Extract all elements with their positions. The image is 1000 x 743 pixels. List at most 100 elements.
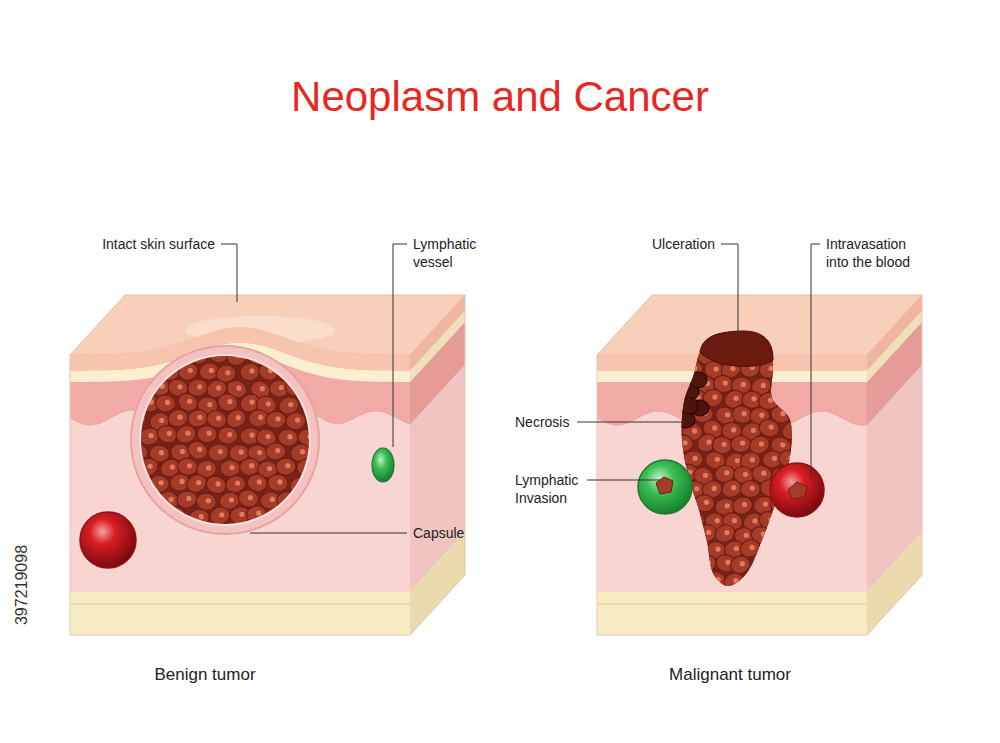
tumor-cell [306,347,327,365]
cell-nucleus [740,561,745,566]
cell-nucleus [316,384,321,389]
cell-nucleus [703,473,708,478]
cell-nucleus [180,449,185,454]
cell-nucleus [249,368,254,373]
cell-nucleus [750,545,755,550]
cell-nucleus [239,450,244,455]
cell-nucleus [694,486,699,491]
cell-nucleus [316,352,321,357]
label-holder: Lymphatic Invasion [515,471,595,507]
malignant-tumor-mass [682,332,792,586]
cell-nucleus [177,384,182,389]
cell-nucleus [677,578,682,583]
leader-line [721,244,738,336]
cell-nucleus [759,441,764,446]
cell-nucleus [722,442,727,447]
cell-nucleus [167,431,172,436]
cell-nucleus [741,411,746,416]
cell-nucleus [763,502,768,507]
cell-nucleus [716,577,721,582]
tumor-cell [666,571,689,592]
cell-nucleus [768,366,773,371]
tumor-cell [786,526,809,546]
label-holder: 397219098 [9,520,35,650]
cell-nucleus [196,480,201,485]
tumor-cell [663,358,686,378]
cell-nucleus [177,415,182,420]
cell-nucleus [275,448,280,453]
tumor-cell [147,347,167,364]
tumor-cell [305,377,328,398]
cell-nucleus [229,465,234,470]
cell-nucleus [179,479,184,484]
cell-nucleus [219,512,224,517]
cell-nucleus [300,449,305,454]
cell-nucleus [740,440,745,445]
cell-nucleus [673,426,678,431]
cell-nucleus [780,411,785,416]
cell-nucleus [724,530,729,535]
cell-nucleus [790,576,795,581]
cell-nucleus [170,464,175,469]
cell-nucleus [778,532,783,537]
cell-nucleus [267,466,272,471]
cell-nucleus [258,352,263,357]
tumor-cell [681,570,704,591]
tumor-cell [768,374,792,396]
leader-line [393,244,407,447]
cell-nucleus [791,427,796,432]
cell-nucleus [197,384,202,389]
cell-nucleus [135,414,140,419]
cell-nucleus [731,427,736,432]
cell-nucleus [199,514,204,519]
label-holder: Intact skin surface [102,235,215,253]
cell-nucleus [782,560,787,565]
tumor-cell [133,487,158,510]
cell-nucleus [800,382,805,387]
tumor-cell [778,568,803,591]
leader-line [811,244,820,478]
tumor-cell [195,492,217,511]
tumor-cell [674,555,696,575]
tumor-cell [207,443,229,462]
cell-nucleus [712,394,717,399]
cell-nucleus [704,500,709,505]
cell-nucleus [734,546,739,551]
cell-nucleus [693,456,698,461]
tumor-cell [286,504,312,528]
cell-nucleus [759,413,764,418]
benign-skin-block [70,295,465,635]
cell-nucleus [285,463,290,468]
cell-nucleus [683,349,688,354]
cell-nucleus [148,368,153,373]
tumor-cell [770,552,794,575]
cell-nucleus [735,458,740,463]
cell-nucleus [742,502,747,507]
cell-nucleus [725,412,730,417]
tumor-cell [775,537,801,561]
cell-nucleus [299,482,304,487]
cell-nucleus [188,368,193,373]
cell-nucleus [206,498,211,503]
malignant-skin-block [597,295,922,635]
cell-nucleus [236,385,241,390]
cell-nucleus [288,367,293,372]
cell-nucleus [790,338,795,343]
tumor-cell [683,540,704,558]
tumor-cell [165,348,186,367]
cell-nucleus [279,385,284,390]
cell-nucleus [249,399,254,404]
tumor-cell [728,553,753,576]
cell-nucleus [145,495,150,500]
cell-nucleus [137,479,142,484]
tumor-cell [277,359,301,381]
benign-tumor-cells [124,344,331,530]
tumor-cell [126,379,148,399]
cell-nucleus [751,396,756,401]
cell-nucleus [788,456,793,461]
cell-nucleus [218,449,223,454]
cell-nucleus [317,511,322,516]
necrotic-cell [680,398,698,414]
tumor-cell [766,525,791,548]
